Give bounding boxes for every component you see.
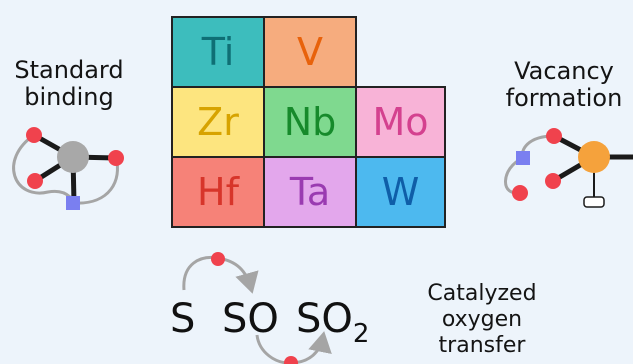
- element-symbol-zr: Zr: [197, 100, 239, 144]
- standard-binding-line-2: binding: [24, 83, 114, 111]
- catalyzed-oxygen-transfer-label: Catalyzed oxygen transfer: [398, 281, 566, 359]
- element-symbol-v: V: [297, 30, 323, 74]
- oxygen-atom: [545, 173, 561, 189]
- element-symbol-nb: Nb: [283, 100, 337, 144]
- standard-binding-line-1: Standard: [14, 56, 124, 84]
- oxygen-atom: [512, 185, 528, 201]
- element-cell-ta: Ta: [263, 156, 357, 228]
- catalyzed-line-1: Catalyzed: [427, 281, 537, 306]
- species-so2: SO2: [296, 296, 369, 349]
- vacancy-formation-line-2: formation: [505, 84, 623, 112]
- vacancy-formation-line-1: Vacancy: [514, 57, 614, 85]
- element-cell-mo: Mo: [355, 86, 446, 158]
- catalyzed-line-2: oxygen: [441, 307, 523, 332]
- metal-atom-orange: [578, 141, 610, 173]
- oxygen-atom: [546, 128, 562, 144]
- oxygen-atom: [284, 356, 298, 364]
- standard-binding-molecule: [12, 127, 124, 210]
- catalyzed-line-3: transfer: [438, 333, 526, 358]
- element-symbol-w: W: [381, 170, 420, 214]
- species-s: S: [170, 296, 195, 342]
- vacancy-square: [66, 196, 80, 210]
- element-cell-v: V: [263, 16, 357, 88]
- species-so: SO: [222, 296, 279, 342]
- element-symbol-hf: Hf: [197, 170, 239, 214]
- oxygen-atom: [211, 252, 225, 266]
- oxygen-atom: [108, 150, 124, 166]
- element-symbol-mo: Mo: [372, 100, 429, 144]
- element-symbol-ta: Ta: [289, 170, 331, 214]
- metal-atom-gray: [57, 141, 89, 173]
- element-symbol-ti: Ti: [201, 30, 235, 74]
- vacancy-square: [516, 151, 530, 165]
- element-cell-w: W: [355, 156, 446, 228]
- standard-binding-label: Standard binding: [2, 57, 136, 111]
- species-so2-base: SO: [296, 296, 353, 342]
- oxygen-atom: [26, 127, 42, 143]
- vacancy-empty-site: [583, 196, 605, 208]
- oxygen-atom: [27, 173, 43, 189]
- species-so2-subscript: 2: [353, 319, 370, 349]
- vacancy-formation-label: Vacancy formation: [494, 58, 633, 112]
- oxygen-transfer-reaction: S SO SO2: [170, 252, 369, 364]
- vacancy-formation-molecule: [504, 128, 633, 208]
- element-cell-zr: Zr: [171, 86, 265, 158]
- periodic-table-block: Ti V Zr Nb Mo Hf Ta W: [171, 16, 446, 228]
